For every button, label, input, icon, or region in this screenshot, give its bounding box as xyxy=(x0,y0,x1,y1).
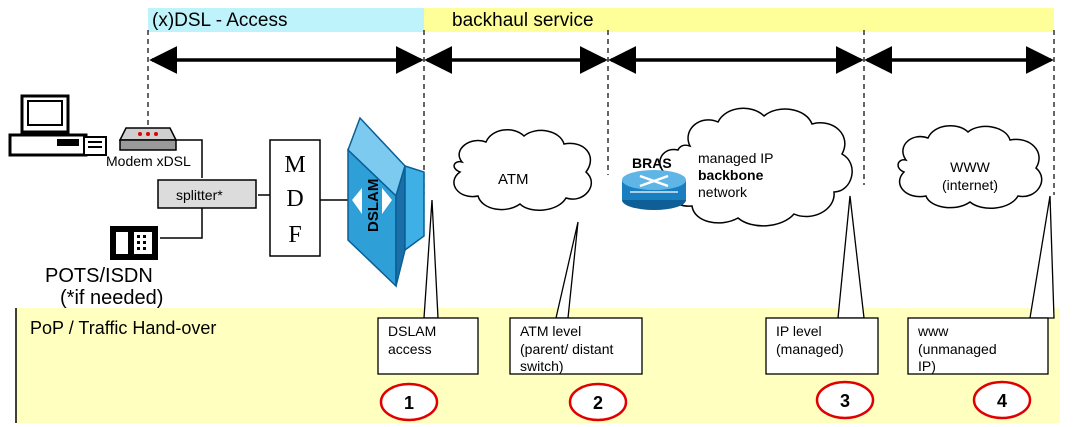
modem-label: Modem xDSL xyxy=(106,153,191,169)
www-cloud-line-1: WWW xyxy=(950,159,990,175)
dslam-icon xyxy=(347,116,425,288)
callout-4-line-2: (unmanaged xyxy=(918,341,997,357)
callout-2-line-3: switch) xyxy=(520,358,564,374)
callout-4-line-1: www xyxy=(917,323,949,339)
atm-cloud xyxy=(453,129,593,211)
modem-icon xyxy=(118,127,178,151)
callout-2-line-2: (parent/ distant xyxy=(520,341,613,357)
bras-label: BRAS xyxy=(632,155,672,171)
access-label: (x)DSL - Access xyxy=(152,10,288,31)
www-cloud xyxy=(897,125,1043,209)
callout-2: ATM level (parent/ distant switch) xyxy=(509,221,643,375)
segment-dividers xyxy=(147,30,1055,195)
ip-cloud-line-2: backbone xyxy=(698,167,764,183)
number-circle-2: 2 xyxy=(568,382,628,422)
callout-1: DSLAM access xyxy=(377,199,479,375)
number-circle-3: 3 xyxy=(815,380,875,420)
atm-cloud-label: ATM xyxy=(498,171,529,188)
callout-3-line-1: IP level xyxy=(776,323,822,339)
callout-2-line-1: ATM level xyxy=(520,323,581,339)
computer-icon xyxy=(8,94,107,157)
mdf-letter-d: D xyxy=(286,186,303,212)
ip-cloud-line-3: network xyxy=(698,184,748,200)
callout-3: IP level (managed) xyxy=(765,195,879,375)
pots-note: (*if needed) xyxy=(60,287,163,309)
number-circle-1: 1 xyxy=(379,382,439,422)
www-cloud-line-2: (internet) xyxy=(942,177,998,193)
number-2: 2 xyxy=(593,393,603,413)
access-band xyxy=(148,8,424,32)
callout-1-line-2: access xyxy=(388,341,432,357)
splitter-label: splitter* xyxy=(176,187,223,203)
number-3: 3 xyxy=(840,391,850,411)
ip-cloud-line-1: managed IP xyxy=(698,150,774,166)
backhaul-label: backhaul service xyxy=(452,10,594,31)
callout-3-line-2: (managed) xyxy=(776,341,844,357)
splitter-box xyxy=(157,179,257,209)
callout-4: www (unmanaged IP) xyxy=(907,195,1055,375)
dslam-label: DSLAM xyxy=(365,179,382,232)
pop-label: PoP / Traffic Hand-over xyxy=(30,318,216,338)
number-circle-4: 4 xyxy=(972,380,1032,420)
mdf-letter-f: F xyxy=(288,222,301,248)
mdf-letter-m: M xyxy=(284,152,305,178)
callout-4-line-3: IP) xyxy=(918,358,936,374)
callout-1-line-1: DSLAM xyxy=(388,323,436,339)
bras-icon xyxy=(622,170,686,210)
mdf-box xyxy=(269,139,321,257)
backhaul-band xyxy=(424,8,1054,32)
phone-icon xyxy=(110,226,158,260)
pots-label: POTS/ISDN xyxy=(45,265,153,287)
number-1: 1 xyxy=(404,393,414,413)
number-4: 4 xyxy=(997,391,1007,411)
